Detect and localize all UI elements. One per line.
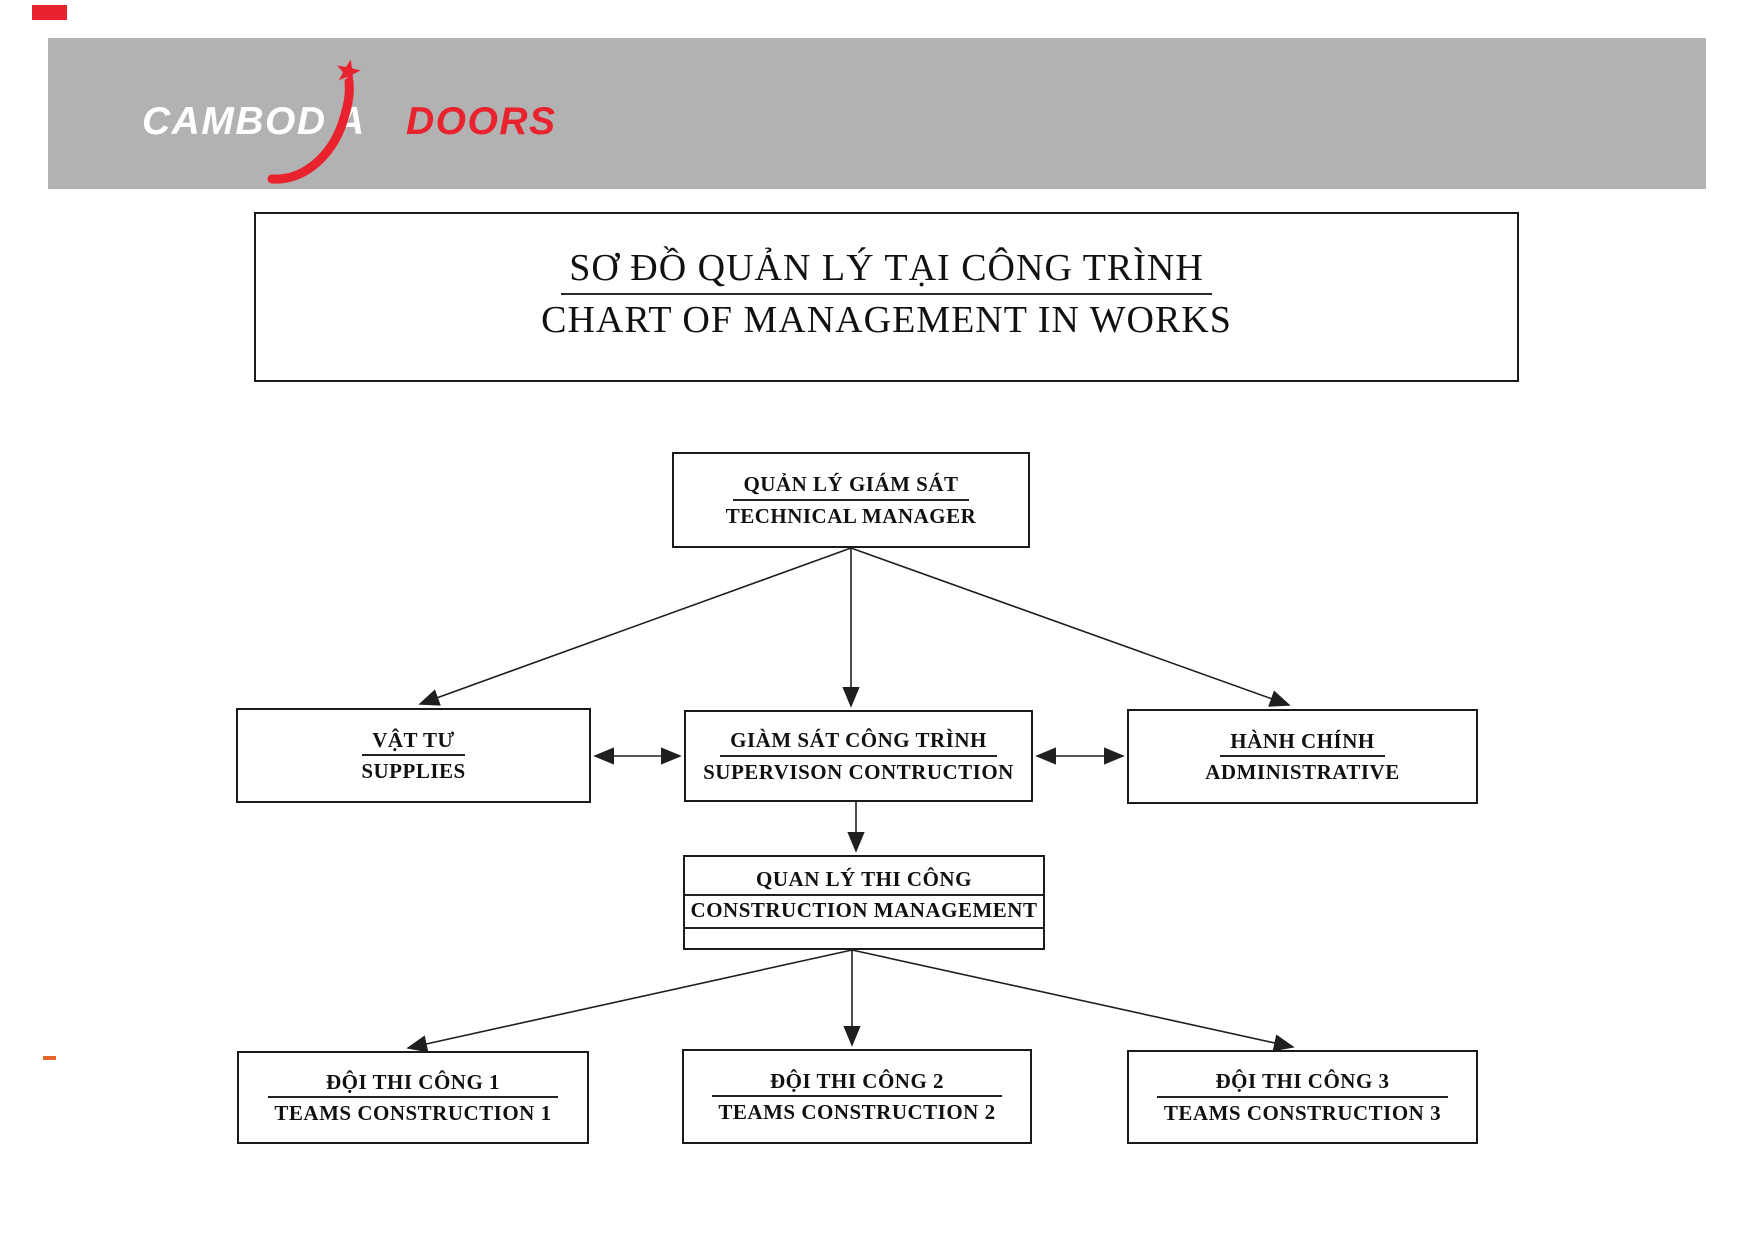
node-label-en: TEAMS CONSTRUCTION 2	[718, 1100, 996, 1124]
title-english: CHART OF MANAGEMENT IN WORKS	[541, 299, 1232, 341]
node-label-en: TEAMS CONSTRUCTION 1	[274, 1101, 552, 1125]
node-label-vi: ĐỘI THI CÔNG 3	[1157, 1068, 1448, 1098]
margin-dash-mark	[43, 1056, 56, 1060]
connector-management-team3	[851, 949, 1295, 1052]
node-label-vi: QUAN LÝ THI CÔNG	[685, 857, 1043, 897]
node-label-en: TECHNICAL MANAGER	[725, 503, 977, 528]
title-box: SƠ ĐỒ QUẢN LÝ TẠI CÔNG TRÌNH CHART OF MA…	[254, 212, 1519, 382]
org-node-supervision-construction: GIÀM SÁT CÔNG TRÌNH SUPERVISON CONTRUCTI…	[684, 710, 1033, 802]
logo-text-doors: DOORS	[406, 100, 557, 143]
org-node-construction-management: QUAN LÝ THI CÔNG CONSTRUCTION MANAGEMENT	[683, 855, 1045, 950]
header-band: CAMBOD A DOORS	[48, 38, 1706, 189]
logo-text-cambod: CAMBOD	[142, 100, 327, 143]
connector-tm-supplies	[418, 547, 852, 706]
logo-swoosh-star-icon	[267, 59, 361, 184]
connector-tm-administrative	[850, 547, 1291, 707]
node-label-en: SUPPLIES	[361, 759, 466, 783]
node-label-en: CONSTRUCTION MANAGEMENT	[685, 896, 1043, 929]
node-label-vi: ĐỘI THI CÔNG 1	[267, 1069, 559, 1098]
node-label-vi: HÀNH CHÍNH	[1220, 728, 1385, 757]
org-node-team-construction-2: ĐỘI THI CÔNG 2 TEAMS CONSTRUCTION 2	[682, 1049, 1032, 1144]
node-label-vi: ĐỘI THI CÔNG 2	[711, 1068, 1003, 1097]
title-vietnamese: SƠ ĐỒ QUẢN LÝ TẠI CÔNG TRÌNH	[561, 246, 1212, 295]
node-label-en: ADMINISTRATIVE	[1205, 760, 1400, 784]
cambodia-doors-logo: CAMBOD A DOORS	[48, 38, 668, 189]
org-node-administrative: HÀNH CHÍNH ADMINISTRATIVE	[1127, 709, 1478, 804]
node-label-en: TEAMS CONSTRUCTION 3	[1163, 1100, 1442, 1125]
corner-accent-mark	[32, 5, 67, 20]
node-label-vi: GIÀM SÁT CÔNG TRÌNH	[720, 727, 997, 757]
node-label-vi: QUẢN LÝ GIÁM SÁT	[733, 471, 969, 501]
org-node-team-construction-1: ĐỘI THI CÔNG 1 TEAMS CONSTRUCTION 1	[237, 1051, 589, 1144]
node-label-vi: VẬT TƯ	[362, 727, 465, 756]
connector-management-team1	[406, 949, 853, 1053]
org-node-team-construction-3: ĐỘI THI CÔNG 3 TEAMS CONSTRUCTION 3	[1127, 1050, 1478, 1144]
node-label-en: SUPERVISON CONTRUCTION	[703, 759, 1014, 784]
org-node-supplies: VẬT TƯ SUPPLIES	[236, 708, 591, 803]
org-node-technical-manager: QUẢN LÝ GIÁM SÁT TECHNICAL MANAGER	[672, 452, 1030, 548]
